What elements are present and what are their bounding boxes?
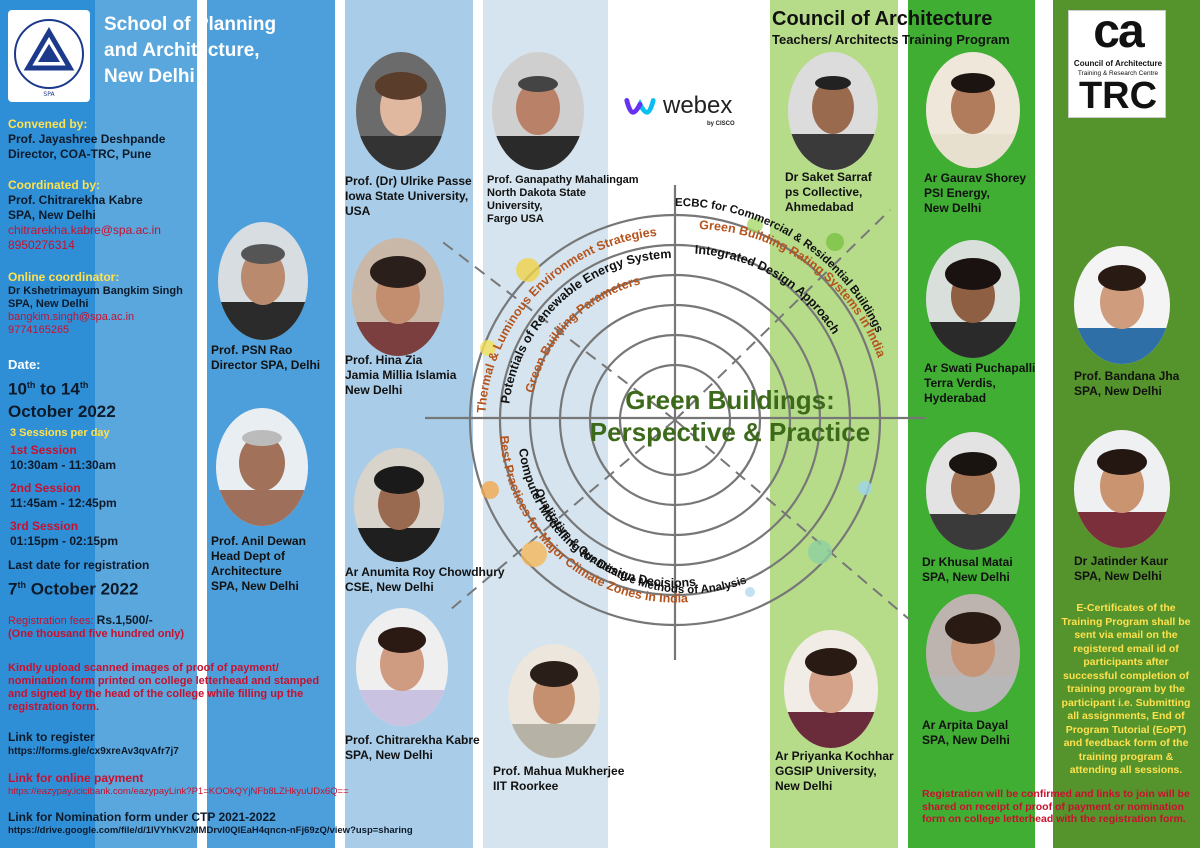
band-left-blue [0, 0, 95, 848]
speaker-photo-hina-zia [352, 238, 444, 356]
band-white-center [608, 0, 770, 848]
fees-section: Registration fees: Rs.1,500/- (One thous… [8, 613, 184, 641]
speaker-photo-anumita-roy [354, 448, 444, 562]
confirmation-note: Registration will be confirmed and links… [922, 788, 1190, 825]
band-blue-2 [95, 0, 197, 848]
spa-logo: SPA [8, 10, 90, 102]
online-coordinator-section: Online coordinator: Dr Kshetrimayum Bang… [8, 270, 208, 337]
svg-text:SPA: SPA [43, 91, 55, 98]
speaker-photo-chitrarekha-kabre [356, 608, 448, 726]
coordinated-section: Coordinated by: Prof. Chitrarekha Kabre … [8, 178, 198, 253]
register-link[interactable]: https://forms.gle/cx9xreAv3qvAfr7j7 [8, 746, 179, 757]
speaker-photo-swati-puchapalli [926, 240, 1020, 358]
nomination-section: Link for Nomination form under CTP 2021-… [8, 810, 608, 837]
sessions-section: 3 Sessions per day 1st Session 10:30am -… [10, 427, 119, 548]
speaker-photo-psn-rao [218, 222, 308, 340]
spa-name: School of Planning and Architecture, New… [104, 14, 277, 87]
speaker-photo-khusal-matai [926, 432, 1020, 550]
band-white-3 [473, 0, 483, 848]
payment-link[interactable]: https://eazypay.icicibank.com/eazypayLin… [8, 786, 349, 797]
band-white-1 [197, 0, 207, 848]
coa-trc-logo: ca Council of Architecture Training & Re… [1068, 5, 1166, 118]
date-section: Date: 10th to 14th October 2022 [8, 356, 198, 423]
speaker-photo-ganapathy [492, 52, 584, 170]
center-title: Green Buildings: Perspective & Practice [589, 385, 871, 447]
band-white-5 [1035, 0, 1053, 848]
webex-icon [624, 98, 656, 115]
speaker-photo-bandana-jha [1074, 246, 1170, 364]
last-date-section: Last date for registration 7th October 2… [8, 558, 203, 602]
speaker-photo-saket-sarraf [788, 52, 878, 170]
webex-logo: webex by CISCO [623, 92, 753, 132]
speaker-photo-priyanka-kochhar [784, 630, 878, 748]
last-date: 7th October 2022 [8, 579, 139, 599]
coa-title: Council of Architecture [772, 8, 993, 30]
band-dark-green [1053, 0, 1200, 848]
band-white-2 [335, 0, 345, 848]
band-white-4 [898, 0, 908, 848]
convened-section: Convened by: Prof. Jayashree Deshpande D… [8, 117, 166, 161]
speaker-photo-ulrike-passe [356, 52, 446, 170]
online-coordinator-email[interactable]: bangkim.singh@spa.ac.in [8, 311, 135, 323]
upload-note: Kindly upload scanned images of proof of… [8, 662, 320, 713]
date-range: 10th to 14th [8, 379, 89, 399]
certificate-note: E-Certificates of the Training Program s… [1061, 602, 1191, 776]
nomination-link[interactable]: https://drive.google.com/file/d/1lVYhKV2… [8, 825, 413, 836]
coa-subtitle: Teachers/ Architects Training Program [772, 32, 1010, 47]
speaker-photo-anil-dewan [216, 408, 308, 526]
speaker-photo-mahua-mukherjee [508, 644, 600, 758]
register-section: Link to register https://forms.gle/cx9xr… [8, 730, 338, 758]
speaker-photo-gaurav-shorey [926, 52, 1020, 168]
coordinator-email[interactable]: chitrarekha.kabre@spa.ac.in [8, 223, 161, 237]
topics-diagram: Thermal & Luminous Environment Strategie… [410, 170, 925, 660]
speaker-photo-arpita-dayal [926, 594, 1020, 712]
topic-qualitative: Qualitative & Quantitative Methods of An… [532, 487, 748, 596]
payment-section: Link for online payment https://eazypay.… [8, 771, 478, 798]
speaker-photo-jatinder-kaur [1074, 430, 1170, 548]
